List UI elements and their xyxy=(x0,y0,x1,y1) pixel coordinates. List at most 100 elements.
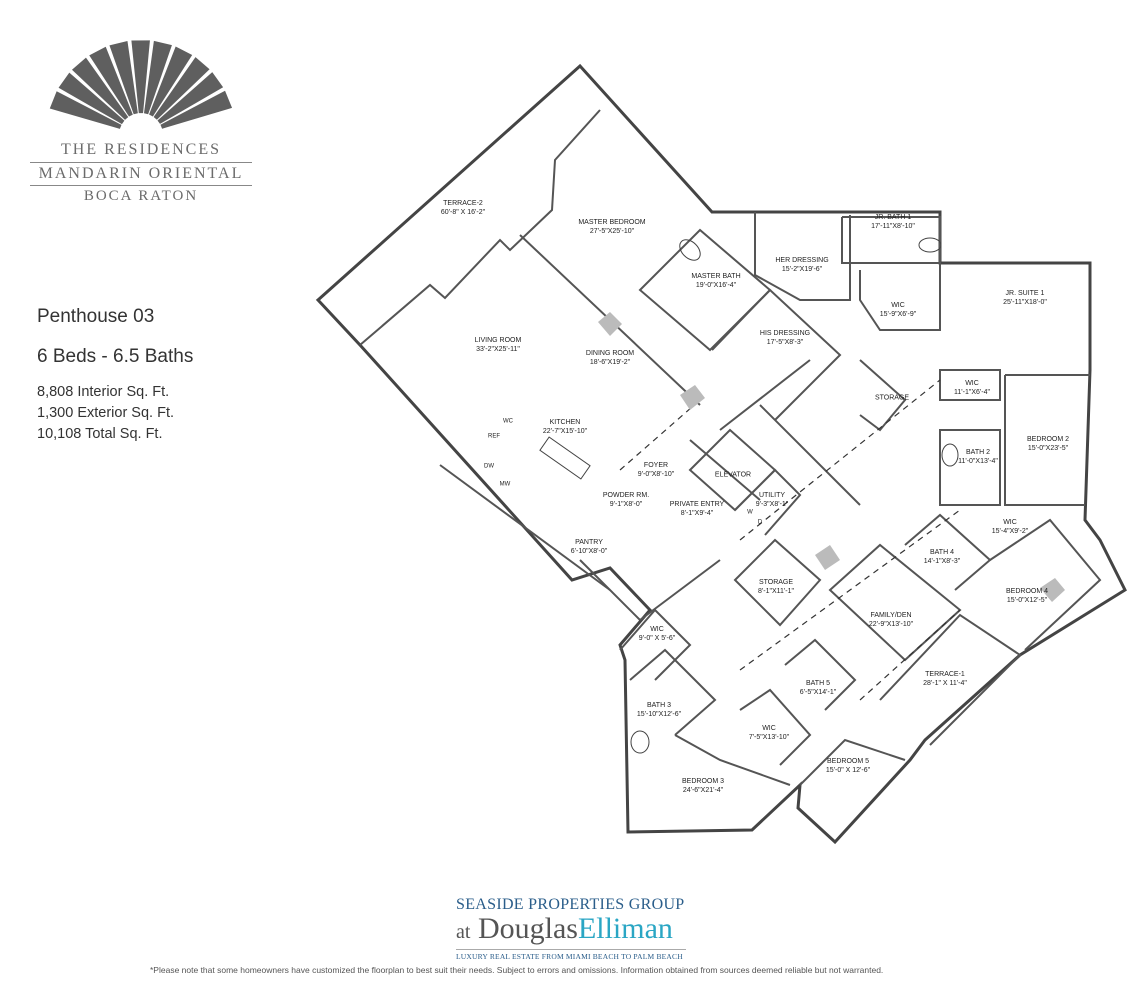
room-dimensions: 60'-8" X 16'-2" xyxy=(440,209,486,216)
fan-blade xyxy=(143,40,172,115)
disclaimer: *Please note that some homeowners have c… xyxy=(150,965,884,975)
room-dimensions: 8'-1"X9'-4" xyxy=(680,510,714,517)
fan-blade xyxy=(109,40,138,115)
room-name: PANTRY xyxy=(575,539,603,546)
footer-logo-line1: SEASIDE PROPERTIES GROUP xyxy=(456,896,685,913)
bathtub-icon xyxy=(918,237,942,253)
room-label: PRIVATE ENTRY 8'-1"X9'-4" xyxy=(670,500,724,518)
room-dimensions: 6'-10"X8'-0" xyxy=(570,548,608,555)
room-label: JR. SUITE 1 25'-11"X18'-0" xyxy=(1003,289,1047,307)
room-dimensions: 7'-5"X13'-10" xyxy=(748,734,790,741)
room-name: KITCHEN xyxy=(549,419,581,426)
room-name: TERRACE-1 xyxy=(925,671,965,678)
room-name: BEDROOM 4 xyxy=(1005,588,1049,595)
room-dimensions: 18'-6"X19'-2" xyxy=(589,359,631,366)
bedroom-5-walls xyxy=(799,738,906,786)
bedroom-3-walls xyxy=(674,734,791,786)
room-name: WIC xyxy=(650,626,664,633)
column xyxy=(598,312,622,336)
bath-4-walls xyxy=(904,513,992,591)
room-name: MASTER BEDROOM xyxy=(578,219,646,226)
column xyxy=(1040,578,1065,602)
room-dimensions: 25'-11"X18'-0" xyxy=(1003,299,1047,306)
corridor-walls xyxy=(579,359,861,621)
fixture-label-mw: MW xyxy=(499,481,511,488)
logo-line-1: THE RESIDENCES xyxy=(61,141,221,158)
bathtub-icon xyxy=(679,239,701,261)
room-dimensions: 9'-1"X8'-0" xyxy=(609,501,643,508)
footer-logo-elliman: Elliman xyxy=(577,912,673,945)
fixture-label-dw: DW xyxy=(484,463,494,470)
room-dimensions: 11'-0"X13'-4" xyxy=(958,458,998,465)
fixture-label-washer: W xyxy=(747,509,753,516)
storage-walls xyxy=(859,359,907,432)
room-name: BEDROOM 2 xyxy=(1026,436,1070,443)
room-name: WIC xyxy=(965,380,979,387)
room-dimensions: 6'-5"X14'-1" xyxy=(799,689,837,696)
fan-blade xyxy=(49,91,122,129)
footer-logo-douglas: Douglas xyxy=(477,912,578,945)
room-dimensions: 17'-5"X8'-3" xyxy=(766,339,804,346)
seaside-douglas-elliman-logo: SEASIDE PROPERTIES GROUP at DouglasEllim… xyxy=(456,896,686,961)
room-name: FAMILY/DEN xyxy=(870,612,912,619)
room-name: BATH 3 xyxy=(646,702,671,709)
bedroom-4-walls xyxy=(989,518,1102,651)
room-name: JR. BATH 1 xyxy=(874,214,912,221)
room-dimensions: 15'-2"X19'-6" xyxy=(781,266,823,273)
kitchen-island xyxy=(539,436,591,480)
terrace-1-walls xyxy=(879,613,1022,746)
room-label: TERRACE-2 60'-8" X 16'-2" xyxy=(441,199,485,217)
room-label: BATH 4 14'-1"X8'-3" xyxy=(924,548,960,566)
room-name: TERRACE-2 xyxy=(443,200,483,207)
footer-tagline: LUXURY REAL ESTATE FROM MIAMI BEACH TO P… xyxy=(456,949,686,961)
bath-3-walls xyxy=(629,648,717,736)
room-dimensions: 15'-0"X12'-5" xyxy=(1006,597,1048,604)
room-name: WIC xyxy=(1003,519,1017,526)
room-dimensions: 15'-4"X9'-2" xyxy=(991,528,1029,535)
room-label: HER DRESSING 15'-2"X19'-6" xyxy=(775,256,828,274)
room-name: BATH 4 xyxy=(929,549,954,556)
room-name: WIC xyxy=(891,302,905,309)
room-dimensions: 9'-0" X 5'-6" xyxy=(638,635,676,642)
mandarin-oriental-logo: THE RESIDENCES MANDARIN ORIENTAL BOCA RA… xyxy=(30,30,252,205)
fan-blade xyxy=(153,57,210,120)
room-dimensions: 28'-1" X 11'-4" xyxy=(923,680,967,687)
bath-2-walls xyxy=(939,429,1001,506)
room-label: BEDROOM 2 15'-0"X23'-5" xyxy=(1027,435,1069,453)
room-name: HER DRESSING xyxy=(775,257,829,264)
room-dimensions: 24'-6"X21'-4" xyxy=(682,787,724,794)
terrace-2-wall xyxy=(359,109,601,346)
room-name: MASTER BATH xyxy=(691,273,741,280)
room-label: TERRACE-1 28'-1" X 11'-4" xyxy=(923,670,967,688)
room-label: STORAGE xyxy=(875,394,909,403)
her-dressing-walls xyxy=(754,212,851,301)
room-dimensions: 17'-11"X8'-10" xyxy=(871,223,915,230)
room-name: STORAGE xyxy=(758,579,794,586)
room-dimensions: 8'-1"X11'-1" xyxy=(758,588,794,595)
room-name: JR. SUITE 1 xyxy=(1005,290,1045,297)
bathtub-icon xyxy=(941,443,959,467)
fixture-label-ref: REF xyxy=(488,433,500,440)
storage-2-walls xyxy=(733,538,822,627)
room-dimensions: 15'-0"X23'-5" xyxy=(1027,445,1069,452)
room-label: BEDROOM 4 15'-0"X12'-5" xyxy=(1006,587,1048,605)
master-bath-walls xyxy=(638,228,772,352)
room-name: PRIVATE ENTRY xyxy=(669,501,725,508)
bedroom-2-walls xyxy=(1004,374,1090,506)
room-name: ELEVATOR xyxy=(714,471,752,479)
room-dimensions: 22'-9"X13'-10" xyxy=(868,621,914,628)
room-dimensions: 14'-1"X8'-3" xyxy=(923,558,961,565)
room-label: KITCHEN 22'-7"X15'-10" xyxy=(543,418,587,436)
kitchen-wall xyxy=(439,464,611,591)
room-label: ELEVATOR xyxy=(715,471,751,480)
room-dimensions: 22'-7"X15'-10" xyxy=(542,428,588,435)
footer-logo-at: at xyxy=(456,921,471,943)
